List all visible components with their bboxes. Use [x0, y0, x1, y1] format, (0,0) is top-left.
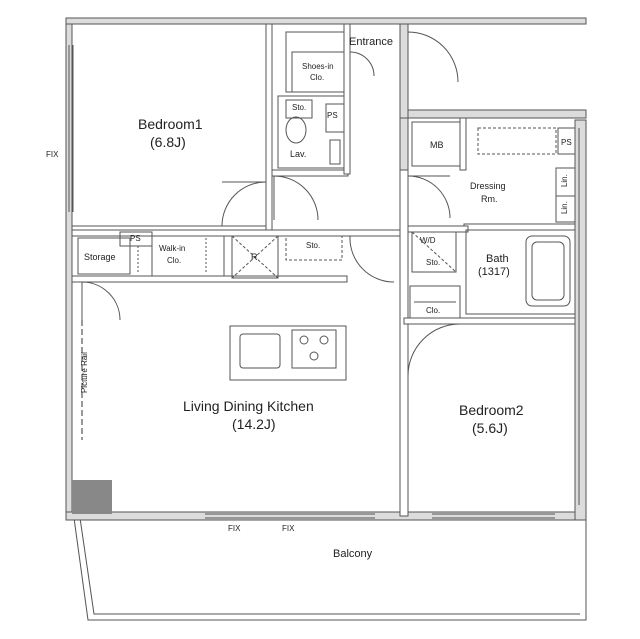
kitchen-sink [239, 333, 281, 369]
bedroom1-area: (6.8J) [150, 134, 186, 150]
kitchen-island [229, 325, 347, 381]
pillar [72, 480, 112, 514]
bath-room [465, 229, 576, 315]
ldk-name: Living Dining Kitchen [183, 398, 314, 414]
fridge-space [231, 235, 279, 279]
bedroom2-area: (5.6J) [472, 420, 508, 436]
lav-sink [285, 116, 307, 144]
linen-label-2: Lin. [559, 201, 569, 215]
clo-box [409, 285, 461, 319]
fix-label-bottom-1: FIX [228, 524, 241, 533]
ldk-area: (14.2J) [232, 416, 276, 432]
entrance-label: Entrance [349, 36, 394, 48]
bath-area: (1317) [478, 266, 510, 278]
dressing-counter [477, 127, 557, 155]
walkin-box [151, 235, 225, 277]
lav-fixture [329, 139, 341, 165]
fix-label-bottom-2: FIX [282, 524, 295, 533]
walkin-ps-label: PS [130, 234, 141, 243]
mb-box [411, 121, 461, 167]
bath-tub-inner [531, 241, 565, 301]
kitchen-sto [285, 235, 343, 261]
wd-box [411, 231, 457, 273]
wd-label: W/D [420, 236, 436, 245]
windows [68, 45, 580, 519]
interior-walls [71, 23, 576, 517]
burner-2 [319, 335, 329, 345]
burner-1 [299, 335, 309, 345]
kitchen-stove [291, 329, 337, 369]
dressing-ps-box [557, 127, 576, 155]
storage-box [77, 237, 131, 275]
lav-sto-label: Sto. [292, 103, 307, 112]
fridge-x2 [231, 235, 279, 279]
clo-label: Clo. [426, 306, 441, 315]
picture-rail-label: Picture Rail [79, 352, 89, 394]
bedroom1-name: Bedroom1 [138, 116, 203, 132]
lav-ps-label: PS [327, 111, 338, 120]
wd-sto-label: Sto. [426, 258, 441, 267]
bath-tub [525, 235, 571, 307]
lav-label: Lav. [290, 149, 307, 159]
bedroom2-name: Bedroom2 [459, 402, 524, 418]
kitchen-sto-label: Sto. [306, 241, 321, 250]
storage-label: Storage [84, 252, 116, 262]
dressing-ps-label: PS [561, 138, 572, 147]
doors [81, 31, 461, 377]
burner-3 [309, 351, 319, 361]
linen-label-1: Lin. [559, 174, 569, 188]
mb-label: MB [430, 140, 444, 150]
fridge-label: R [251, 252, 258, 262]
shoes-line1: Shoes-in [302, 62, 334, 71]
linen-shelf [555, 167, 576, 223]
shoes-line2: Clo. [310, 73, 325, 82]
walkin-line1: Walk-in [159, 244, 186, 253]
dressing-sub: Rm. [481, 194, 498, 204]
bath-name: Bath [486, 253, 509, 265]
balcony-label: Balcony [333, 548, 373, 560]
balcony-outline [73, 517, 587, 621]
walkin-line2: Clo. [167, 256, 182, 265]
lav-ps-box [325, 103, 345, 133]
fix-label-left: FIX [46, 150, 59, 159]
shoes-closet-inner [291, 51, 345, 93]
dressing-name: Dressing [470, 181, 506, 191]
exterior-walls [65, 17, 587, 521]
